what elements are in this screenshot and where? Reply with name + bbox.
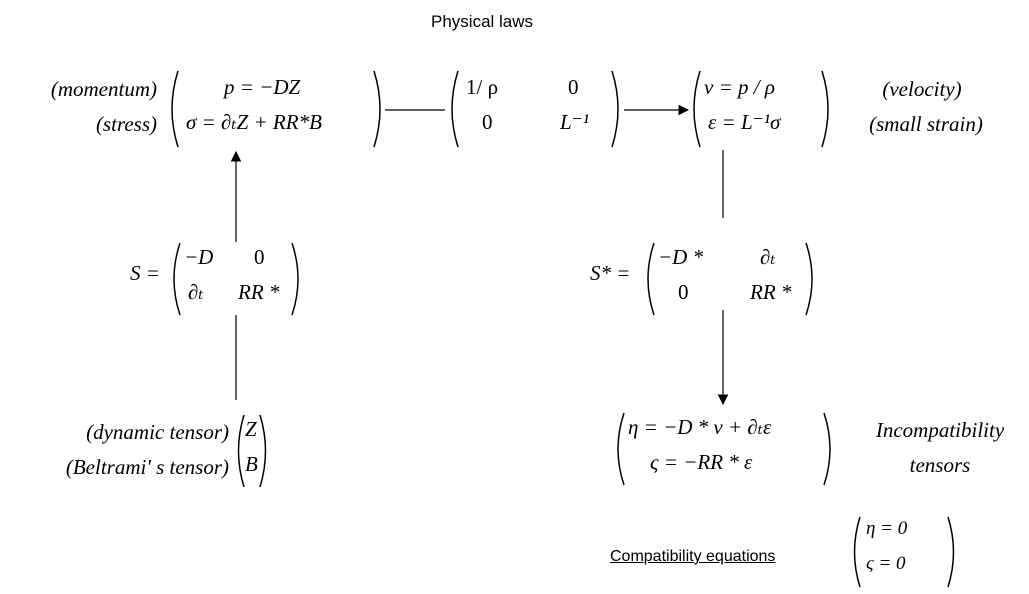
compatibility-varsigma: ς = 0 bbox=[866, 553, 906, 574]
matrix-brackets bbox=[451, 70, 619, 148]
operator-s-name: S = bbox=[130, 261, 160, 285]
matrix-velocity-strain: v = p / ρ ε = L⁻¹σ bbox=[686, 68, 836, 150]
matrix-momentum-stress: p = −DZ σ = ∂ₜZ + RR*B bbox=[164, 68, 388, 150]
matrix-compatibility: η = 0 ς = 0 bbox=[848, 514, 960, 590]
operator-s-cell-11: −D bbox=[184, 245, 214, 269]
matrix-operator-s: −D 0 ∂ₜ RR * bbox=[166, 240, 306, 318]
label-dynamic-tensor: (dynamic tensor) bbox=[86, 420, 229, 444]
matrix-brackets bbox=[853, 516, 955, 588]
matrix-operator-s-star: −D * ∂ₜ 0 RR * bbox=[640, 240, 820, 318]
operator-s-cell-21: ∂ₜ bbox=[188, 280, 204, 304]
operator-s-cell-12: 0 bbox=[254, 245, 265, 269]
operator-s-star-name: S* = bbox=[590, 261, 631, 285]
operator-s-cell-22: RR * bbox=[238, 280, 280, 304]
compatibility-eta: η = 0 bbox=[866, 518, 908, 539]
label-compatibility-equations: Compatibility equations bbox=[610, 548, 776, 565]
diagram-title: Physical laws bbox=[431, 12, 534, 31]
label-small-strain: (small strain) bbox=[869, 112, 983, 136]
label-momentum: (momentum) bbox=[50, 77, 157, 101]
equation-strain: ε = L⁻¹σ bbox=[708, 110, 781, 134]
matrix-potentials: Z B bbox=[232, 412, 272, 490]
operator-s-star-cell-22: RR * bbox=[750, 280, 792, 304]
material-cell-11: 1/ ρ bbox=[466, 75, 499, 99]
label-incompatibility: Incompatibility bbox=[875, 418, 1005, 442]
label-velocity: (velocity) bbox=[882, 77, 962, 101]
matrix-brackets bbox=[237, 414, 267, 488]
equation-momentum: p = −DZ bbox=[224, 75, 301, 99]
label-beltrami-tensor: (Beltrami' s tensor) bbox=[65, 455, 229, 479]
material-cell-22: L⁻¹ bbox=[560, 110, 590, 134]
material-cell-12: 0 bbox=[568, 75, 579, 99]
equation-varsigma: ς = −RR * ε bbox=[650, 450, 753, 474]
operator-s-star-cell-12: ∂ₜ bbox=[760, 245, 776, 269]
equation-velocity: v = p / ρ bbox=[704, 75, 775, 99]
label-stress: (stress) bbox=[95, 112, 157, 136]
material-cell-21: 0 bbox=[482, 110, 493, 134]
label-tensors: tensors bbox=[909, 453, 971, 477]
matrix-brackets bbox=[647, 242, 813, 316]
operator-s-star-cell-21: 0 bbox=[678, 280, 689, 304]
equation-eta: η = −D * v + ∂ₜε bbox=[628, 415, 772, 439]
equation-stress: σ = ∂ₜZ + RR*B bbox=[186, 110, 322, 134]
matrix-brackets bbox=[693, 70, 829, 148]
potential-b: B bbox=[245, 452, 258, 476]
matrix-brackets bbox=[617, 412, 831, 486]
matrix-material: 1/ ρ 0 0 L⁻¹ bbox=[444, 68, 626, 150]
matrix-incompatibility: η = −D * v + ∂ₜε ς = −RR * ε bbox=[610, 410, 838, 488]
matrix-brackets bbox=[171, 70, 381, 148]
matrix-brackets bbox=[173, 242, 299, 316]
potential-z: Z bbox=[245, 417, 257, 441]
operator-s-star-cell-11: −D * bbox=[658, 245, 704, 269]
